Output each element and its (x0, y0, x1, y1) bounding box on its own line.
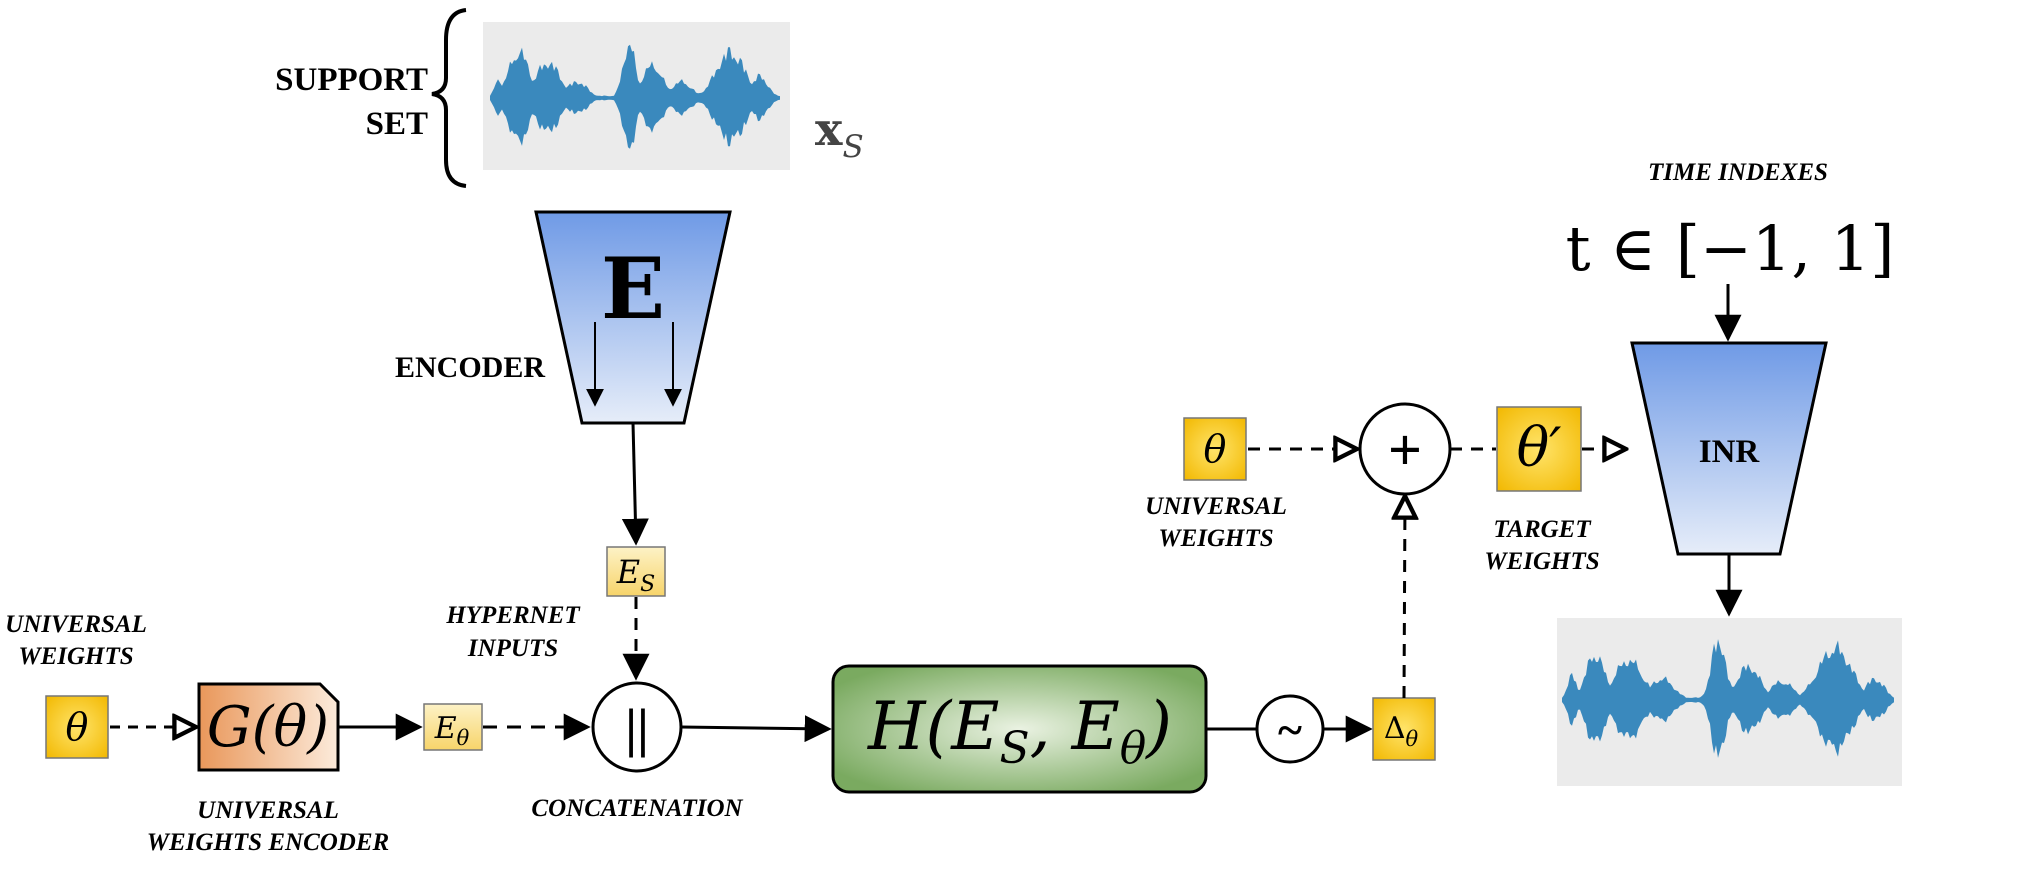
left-theta-box (45, 695, 109, 759)
concatenation-symbol: || (625, 698, 649, 758)
tanh-symbol: ~ (1278, 704, 1302, 755)
concat-to-h-arrow (680, 715, 832, 743)
right-theta-box (1183, 417, 1247, 481)
left-universal-weights-line1: UNIVERSAL (5, 611, 147, 638)
delta-to-adder-arrow (1404, 496, 1405, 699)
delta-box (1372, 697, 1436, 761)
weights-encoder-symbol: G(θ) (207, 695, 329, 760)
waveform-shape (490, 44, 780, 149)
encoder-label: ENCODER (395, 351, 545, 384)
time-indexes-formula: t ∈ [−1, 1] (1566, 212, 1895, 285)
left-universal-weights-line2: WEIGHTS (18, 643, 133, 670)
hypernet-inputs-line1: HYPERNET (445, 602, 581, 629)
hypernetwork-formula: H(ES, Eθ) (867, 688, 1172, 774)
right-theta-symbol: θ (1204, 427, 1227, 471)
inr-label: INR (1699, 434, 1761, 470)
encoder-block (534, 210, 732, 425)
encoder-symbol: E (601, 239, 665, 338)
concatenation-label: CONCATENATION (531, 795, 743, 822)
etheta-box (423, 703, 483, 751)
target-theta-symbol: θ′ (1517, 416, 1562, 479)
output-waveform (1562, 639, 1894, 758)
time-indexes-label: TIME INDEXES (1648, 159, 1828, 186)
etheta-symbol: Eθ (434, 711, 470, 750)
es-box (606, 546, 666, 597)
support-set-label-line2: SET (366, 106, 428, 142)
hypernet-inputs-line2: INPUTS (467, 635, 558, 662)
adder-symbol: + (1388, 417, 1422, 483)
support-waveform (490, 44, 780, 149)
support-set-brace (431, 8, 467, 188)
inr-block (1630, 341, 1828, 556)
support-set-symbol: xS (815, 102, 864, 165)
target-weights-line1: TARGET (1493, 516, 1592, 543)
weights-encoder-block (197, 682, 340, 772)
encoder-to-es-arrow (621, 422, 649, 546)
target-weights-line2: WEIGHTS (1484, 548, 1599, 575)
right-universal-weights-line2: WEIGHTS (1158, 525, 1273, 552)
waveform-shape (1562, 639, 1894, 758)
weights-encoder-label-line2: WEIGHTS ENCODER (147, 829, 389, 856)
es-symbol: ES (616, 553, 655, 597)
weights-encoder-label-line1: UNIVERSAL (197, 797, 339, 824)
right-universal-weights-line1: UNIVERSAL (1145, 493, 1287, 520)
left-theta-symbol: θ (66, 705, 89, 749)
delta-symbol: Δθ (1384, 711, 1419, 751)
target-theta-box (1496, 406, 1582, 492)
support-set-label-line1: SUPPORT (275, 62, 428, 98)
